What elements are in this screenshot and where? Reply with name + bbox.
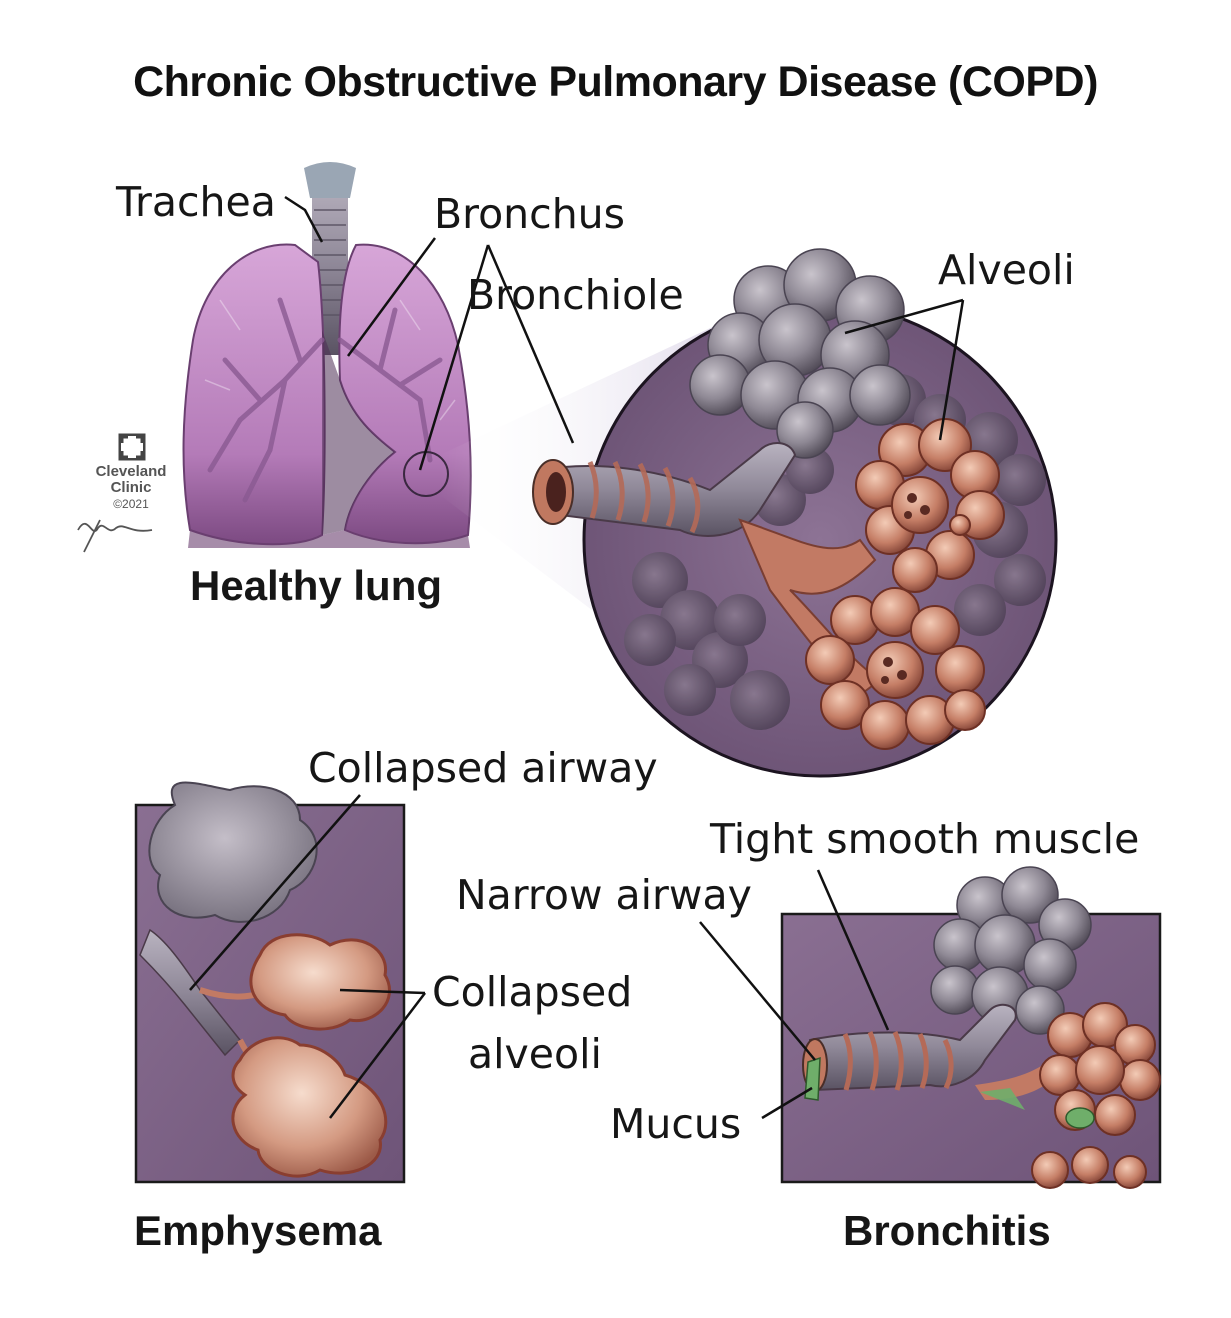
label-alveoli: Alveoli — [938, 246, 1075, 294]
alveoli-zoom-circle — [532, 248, 1058, 778]
label-collapsed-airway: Collapsed airway — [308, 744, 658, 792]
caption-healthy-lung: Healthy lung — [190, 562, 443, 609]
caption-bronchitis: Bronchitis — [843, 1207, 1051, 1254]
label-trachea: Trachea — [116, 178, 276, 226]
healthy-lung-drawing — [182, 162, 472, 548]
label-narrow-airway: Narrow airway — [456, 871, 752, 919]
bronchitis-panel — [780, 866, 1162, 1189]
label-bronchus: Bronchus — [434, 190, 626, 238]
label-collapsed-alveoli-line1: Collapsed — [432, 968, 633, 1016]
leader-lines — [189, 195, 965, 1120]
logo-line-1: Cleveland — [95, 463, 167, 480]
mucus-blob — [804, 1056, 821, 1101]
label-mucus: Mucus — [610, 1100, 742, 1148]
logo-line-3: ©2021 — [113, 497, 149, 511]
caption-emphysema: Emphysema — [134, 1207, 382, 1254]
label-bronchiole: Bronchiole — [467, 271, 684, 319]
artist-signature — [77, 519, 153, 553]
emphysema-panel — [134, 781, 406, 1184]
logo-line-2: Clinic — [110, 479, 152, 496]
label-tight-smooth-muscle: Tight smooth muscle — [710, 815, 1140, 863]
page-title: Chronic Obstructive Pulmonary Disease (C… — [133, 58, 1098, 106]
logo-text: Cleveland Clinic ©2021 — [88, 464, 174, 512]
cleveland-clinic-logo-icon — [118, 433, 146, 461]
label-collapsed-alveoli-line2: alveoli — [468, 1030, 602, 1078]
